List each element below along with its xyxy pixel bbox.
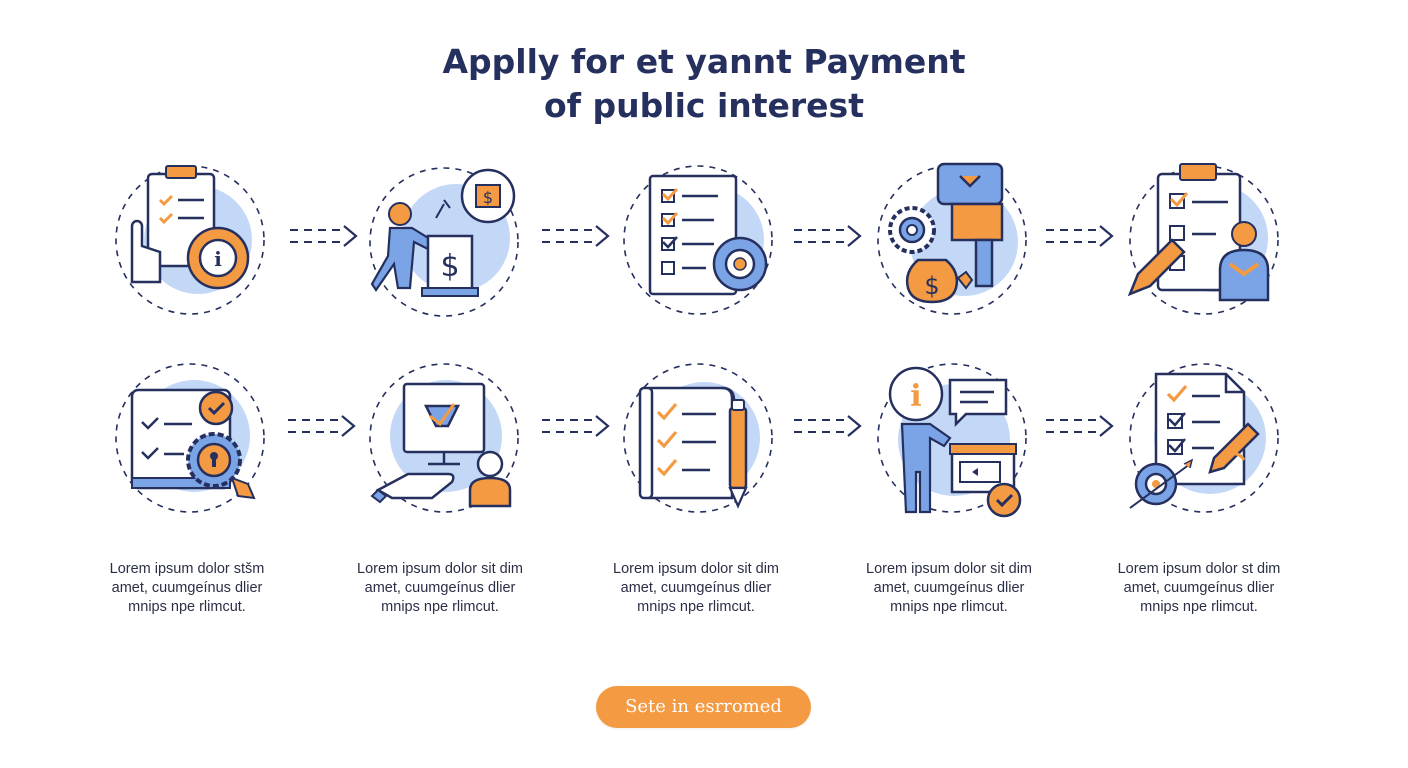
step-9-info-chat: i <box>872 360 1032 520</box>
caption-line: mnips npe rlimcut. <box>1140 599 1258 615</box>
document-lock-gear-icon <box>115 363 265 513</box>
caption-line: Lorem ipsum dolor sit dim <box>357 561 523 577</box>
svg-text:$: $ <box>440 249 459 284</box>
caption-line: Lorem ipsum dolor stšm <box>109 561 265 577</box>
caption-line: amet, cuumgeínus dlier <box>111 580 263 596</box>
step-10-document-target <box>1124 360 1284 520</box>
step-caption-4: Lorem ipsum dolor sit dim amet, cuumgeín… <box>834 560 1064 617</box>
step-2-donation: $ $ <box>364 160 524 320</box>
document-pen-target-icon <box>1129 363 1279 513</box>
checklist-document-icon <box>623 165 773 315</box>
caption-line: mnips npe rlimcut. <box>637 599 755 615</box>
flow-arrow <box>792 414 864 438</box>
step-3-checklist <box>618 160 778 320</box>
cta-button[interactable]: Sete in esrromed <box>596 686 811 728</box>
flow-arrow <box>1044 414 1116 438</box>
caption-line: Lorem ipsum dolor sit dim <box>866 561 1032 577</box>
step-5-clipboard-person <box>1124 160 1284 320</box>
caption-line: amet, cuumgeínus dlier <box>364 580 516 596</box>
caption-line: mnips npe rlimcut. <box>381 599 499 615</box>
caption-line: mnips npe rlimcut. <box>128 599 246 615</box>
caption-line: Lorem ipsum dolor sit dim <box>613 561 779 577</box>
svg-text:i: i <box>214 247 222 271</box>
person-info-chat-icon: i <box>877 363 1027 518</box>
step-caption-5: Lorem ipsum dolor st dim amet, cuumgeínu… <box>1084 560 1314 617</box>
person-donation-box-icon: $ $ <box>369 167 519 317</box>
step-caption-1: Lorem ipsum dolor stšm amet, cuumgeínus … <box>72 560 302 617</box>
clipboard-person-pencil-icon <box>1127 163 1279 315</box>
flow-arrow <box>792 224 864 248</box>
page-title: Applly for et yannt Payment of public in… <box>0 40 1408 128</box>
step-caption-3: Lorem ipsum dolor sit dim amet, cuumgeín… <box>581 560 811 617</box>
caption-line: amet, cuumgeínus dlier <box>873 580 1025 596</box>
title-line-1: Applly for et yannt Payment <box>442 42 966 81</box>
clipboard-gear-info-icon: i <box>115 165 265 315</box>
flow-arrow <box>286 414 358 438</box>
checklist-book-pen-icon <box>623 363 773 513</box>
flow-arrow <box>288 224 360 248</box>
flow-arrow <box>540 224 612 248</box>
caption-line: mnips npe rlimcut. <box>890 599 1008 615</box>
step-caption-2: Lorem ipsum dolor sit dim amet, cuumgeín… <box>325 560 555 617</box>
svg-text:i: i <box>910 379 921 414</box>
gears-money-bag-icon: $ <box>877 162 1027 315</box>
flow-arrow <box>1044 224 1116 248</box>
step-4-gears-money: $ <box>872 160 1032 320</box>
step-1-clipboard-gear: i <box>110 160 270 320</box>
computer-hand-person-icon <box>369 363 519 513</box>
svg-text:$: $ <box>483 188 493 207</box>
caption-line: Lorem ipsum dolor st dim <box>1117 561 1281 577</box>
caption-line: amet, cuumgeínus dlier <box>1123 580 1275 596</box>
step-8-checklist-book <box>618 360 778 520</box>
step-7-computer-hand <box>364 360 524 520</box>
step-6-document-lock <box>110 360 270 520</box>
flow-arrow <box>540 414 612 438</box>
title-line-2: of public interest <box>544 86 864 125</box>
svg-text:$: $ <box>924 272 939 300</box>
caption-line: amet, cuumgeínus dlier <box>620 580 772 596</box>
